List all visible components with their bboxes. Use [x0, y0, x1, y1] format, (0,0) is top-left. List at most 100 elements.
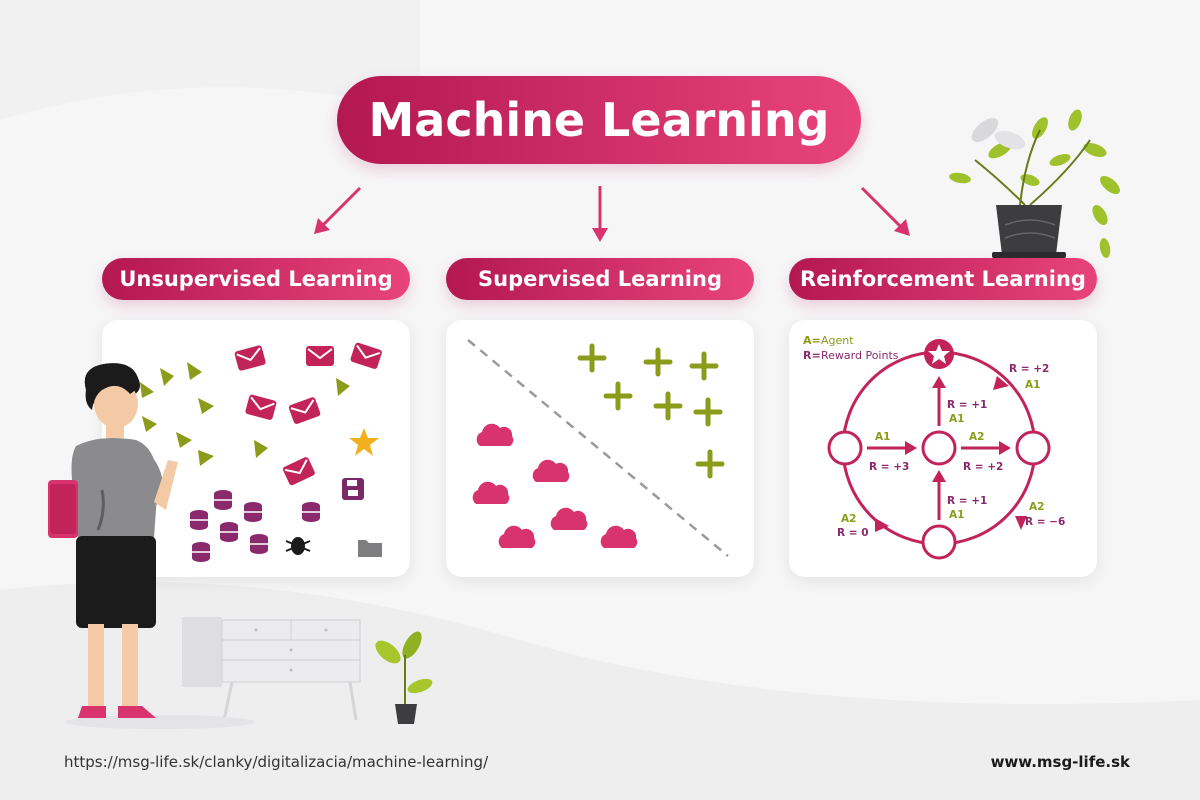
goal-star-icon: [928, 344, 950, 364]
label-action: A2: [1029, 501, 1044, 513]
database-icon: [220, 522, 238, 542]
arrow-right-head: [894, 219, 910, 236]
label-action: A2: [841, 513, 856, 525]
label-reward: R = +1: [947, 495, 987, 507]
arrowhead-icon: [1015, 516, 1027, 530]
arrow-shape-icon: [176, 432, 192, 448]
cloud-cluster: [472, 423, 638, 548]
cloud-icon: [476, 423, 514, 446]
cloud-icon: [600, 525, 638, 548]
label-reward: R = +3: [869, 461, 909, 473]
plus-cluster: [577, 343, 725, 479]
plus-icon: [603, 381, 633, 411]
person-shadow: [65, 715, 255, 729]
heading-supervised: Supervised Learning: [446, 258, 754, 300]
arrow-shape-icon: [160, 368, 174, 386]
arrow-shape-icon: [187, 362, 202, 380]
arrow-right: [860, 186, 902, 228]
cabinet-icon: [182, 617, 361, 721]
cloud-icon: [472, 481, 510, 504]
legend-agent-value: Agent: [821, 334, 854, 347]
arrow-shape-icon: [198, 450, 214, 466]
source-url: https://msg-life.sk/clanky/digitalizacia…: [64, 753, 489, 771]
label-reward: R = +1: [947, 399, 987, 411]
plus-icon: [695, 449, 725, 479]
label-reward: R = −6: [1025, 516, 1065, 528]
legend-reward-value: Reward Points: [821, 349, 899, 362]
plant-large-icon: [949, 109, 1120, 258]
head: [94, 380, 138, 428]
envelope-icon: [288, 397, 321, 424]
label-action: A2: [969, 431, 984, 443]
envelope-icon: [234, 345, 266, 371]
label-action: A1: [875, 431, 890, 443]
arrow-shape-icon: [142, 416, 157, 432]
plus-icon: [693, 397, 723, 427]
bug-icon: [285, 537, 311, 555]
plant-small-icon: [375, 631, 433, 724]
shoe-right-icon: [118, 706, 156, 718]
plus-icon: [689, 351, 719, 381]
cloud-icon: [532, 459, 570, 482]
arrow-shape-icon: [198, 398, 214, 414]
folder-icon: [358, 540, 382, 557]
save-icon: [342, 478, 364, 500]
unsupervised-scatter: [140, 342, 382, 562]
label-reward: R = 0: [837, 527, 869, 539]
cloud-icon: [498, 525, 536, 548]
arm: [154, 460, 178, 510]
label-action: A1: [949, 413, 964, 425]
shoe-left-icon: [78, 706, 106, 718]
plus-icon: [643, 347, 673, 377]
database-cluster: [190, 490, 320, 562]
arrow-shape-icon: [140, 382, 154, 398]
label-action: A1: [1025, 379, 1040, 391]
label-action: A1: [949, 509, 964, 521]
cloud-icon: [550, 507, 588, 530]
envelope-cluster: [234, 342, 382, 486]
arrow-left: [321, 186, 362, 227]
shorts: [76, 536, 156, 628]
database-icon: [244, 502, 262, 522]
heading-reinforcement: Reinforcement Learning: [789, 258, 1097, 300]
database-icon: [190, 510, 208, 530]
arrow-center-head: [592, 228, 608, 242]
label-reward: R = +2: [963, 461, 1003, 473]
envelope-icon: [306, 346, 334, 366]
arrow-shape-icon: [254, 440, 268, 458]
arrowhead-icon: [993, 376, 1009, 390]
state-node-right: [1015, 430, 1051, 466]
site-domain: www.msg-life.sk: [990, 753, 1130, 771]
decision-boundary: [467, 339, 729, 557]
legend-agent-key: A=: [803, 334, 821, 347]
cycle-arrowheads: [875, 376, 1027, 532]
bg-wave: [0, 0, 420, 120]
panel-reinforcement: A= Agent R= Reward Points: [789, 320, 1097, 577]
label-reward: R = +2: [1009, 363, 1049, 375]
star-icon: [349, 428, 379, 456]
arrowhead-icon: [875, 518, 889, 532]
envelope-icon: [245, 394, 277, 420]
plus-icon: [653, 391, 683, 421]
person-illustration: [48, 363, 178, 718]
shirt: [71, 438, 158, 540]
panel-supervised: [446, 320, 754, 577]
envelope-icon: [282, 457, 315, 486]
database-icon: [214, 490, 232, 510]
legend-reward-key: R=: [803, 349, 821, 362]
arrows: [314, 186, 910, 242]
reinforcement-diagram: A= Agent R= Reward Points: [803, 334, 1065, 560]
state-node-bottom: [921, 524, 957, 560]
plus-icon: [577, 343, 607, 373]
database-icon: [302, 502, 320, 522]
transition-arrows: [867, 376, 1011, 520]
arrow-shape-icon: [336, 378, 350, 396]
supervised-scatter: [467, 339, 729, 557]
database-icon: [192, 542, 210, 562]
heading-unsupervised: Unsupervised Learning: [102, 258, 410, 300]
state-node-center: [921, 430, 957, 466]
state-node-left: [827, 430, 863, 466]
arrow-cluster: [140, 362, 350, 466]
main-title: Machine Learning: [337, 76, 861, 164]
